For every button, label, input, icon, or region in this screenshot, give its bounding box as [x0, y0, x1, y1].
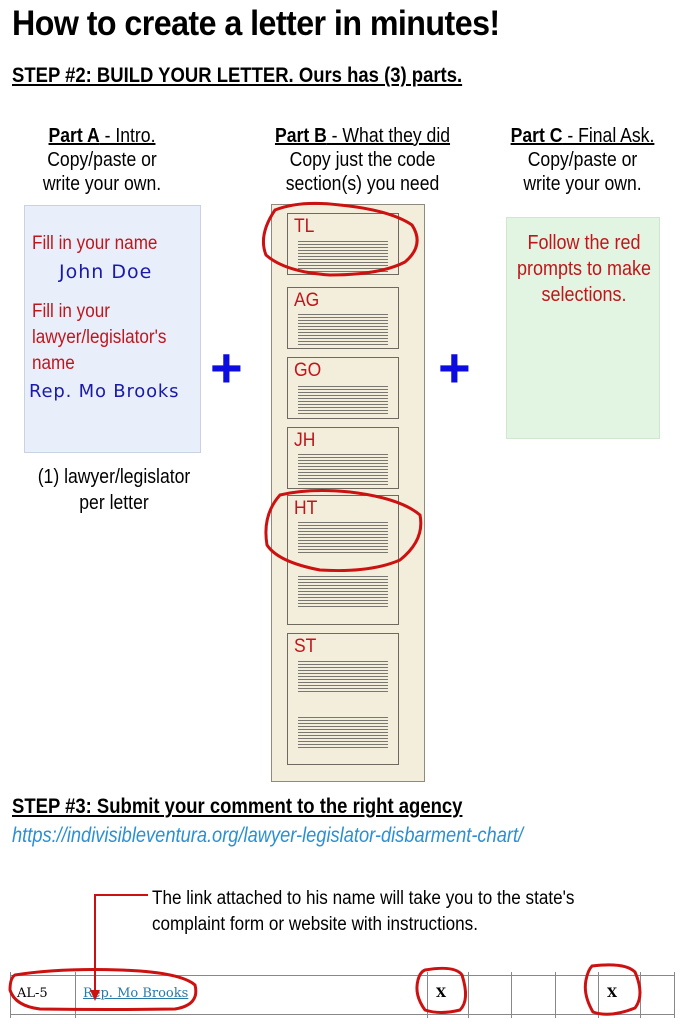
callout-line2: complaint form or website with instructi… [152, 914, 478, 935]
part-c-prompt-line1: Follow the red [527, 232, 641, 254]
part-c-header: Part C - Final Ask. Copy/paste or write … [492, 124, 672, 196]
part-a-label: Part A [48, 125, 100, 147]
text-lines [298, 454, 388, 486]
text-lines [298, 241, 388, 273]
part-c-prompt: Follow the red prompts to make selection… [515, 230, 654, 308]
part-b-column: TL AG GO JH HT ST [271, 204, 425, 782]
part-c-line2: write your own. [523, 173, 642, 195]
table-cell-divider [427, 972, 428, 1018]
mark-cell: X [607, 986, 618, 1001]
part-a-note-line2: per letter [79, 492, 149, 514]
code-section-ag: AG [287, 287, 399, 349]
table-cell-divider [598, 972, 599, 1018]
plus-icon: + [210, 336, 243, 399]
step3-heading: STEP #3: Submit your comment to the righ… [12, 795, 463, 818]
section-code: ST [294, 636, 317, 657]
code-section-jh: JH [287, 427, 399, 489]
rep-name-link[interactable]: Rep. Mo Brooks [83, 986, 189, 1001]
section-code: GO [294, 360, 322, 381]
text-lines [298, 386, 388, 416]
part-c-prompt-line3: selections. [541, 284, 627, 306]
plus-icon: + [438, 336, 471, 399]
code-section-st: ST [287, 633, 399, 765]
page-title: How to create a letter in minutes! [12, 4, 500, 43]
table-cell-divider [640, 972, 641, 1018]
prompt-your-name: Fill in your name [32, 233, 158, 254]
section-code: HT [294, 498, 318, 519]
part-b-line1: Copy just the code [289, 149, 436, 171]
prompt-rep-name: Fill in your lawyer/legislator's name [32, 299, 166, 377]
part-a-line1: Copy/paste or [47, 149, 157, 171]
part-c-prompt-line2: prompts to make [516, 258, 652, 280]
prompt-rep-line2: lawyer/legislator's [32, 327, 167, 348]
text-lines [298, 522, 388, 554]
section-code: AG [294, 290, 320, 311]
table-cell-divider [468, 972, 469, 1018]
callout-line1: The link attached to his name will take … [152, 888, 575, 909]
table-cell-divider [75, 972, 76, 1018]
part-a-line2: write your own. [42, 173, 162, 195]
example-rep-name: Rep. Mo Brooks [29, 381, 180, 402]
text-lines [298, 576, 388, 608]
table-cell-divider [674, 972, 675, 1018]
part-b-line2: section(s) you need [285, 173, 440, 195]
part-c-line1: Copy/paste or [527, 149, 638, 171]
table-cell-divider [555, 972, 556, 1018]
part-b-suffix: - What they did [326, 125, 451, 147]
prompt-rep-line3: name [32, 353, 75, 374]
section-code: TL [294, 216, 315, 237]
part-c-suffix: - Final Ask. [562, 125, 655, 147]
district-code: AL-5 [17, 986, 48, 1001]
text-lines [298, 717, 388, 749]
part-a-suffix: - Intro. [99, 125, 156, 147]
part-c-label: Part C [510, 125, 563, 147]
part-c-box: Follow the red prompts to make selection… [506, 217, 660, 439]
part-a-box: Fill in your name John Doe Fill in your … [24, 205, 201, 453]
callout-text: The link attached to his name will take … [152, 886, 574, 938]
example-your-name: John Doe [59, 261, 153, 283]
part-a-header: Part A - Intro. Copy/paste or write your… [14, 124, 190, 196]
code-section-ht: HT [287, 495, 399, 625]
mark-cell: X [436, 986, 447, 1001]
section-code: JH [294, 430, 316, 451]
part-b-header: Part B - What they did Copy just the cod… [264, 124, 462, 196]
text-lines [298, 314, 388, 346]
part-a-note: (1) lawyer/legislator per letter [26, 464, 202, 516]
step2-heading: STEP #2: BUILD YOUR LETTER. Ours has (3)… [12, 64, 463, 87]
prompt-rep-line1: Fill in your [32, 301, 110, 322]
text-lines [298, 661, 388, 693]
table-cell-divider [10, 972, 11, 1018]
code-section-tl: TL [287, 213, 399, 275]
table-cell-divider [511, 972, 512, 1018]
part-a-note-line1: (1) lawyer/legislator [37, 466, 191, 488]
table-row: AL-5 Rep. Mo Brooks X X [10, 972, 675, 1018]
code-section-go: GO [287, 357, 399, 419]
part-b-label: Part B [274, 125, 327, 147]
chart-url-link[interactable]: https://indivisibleventura.org/lawyer-le… [12, 824, 524, 847]
